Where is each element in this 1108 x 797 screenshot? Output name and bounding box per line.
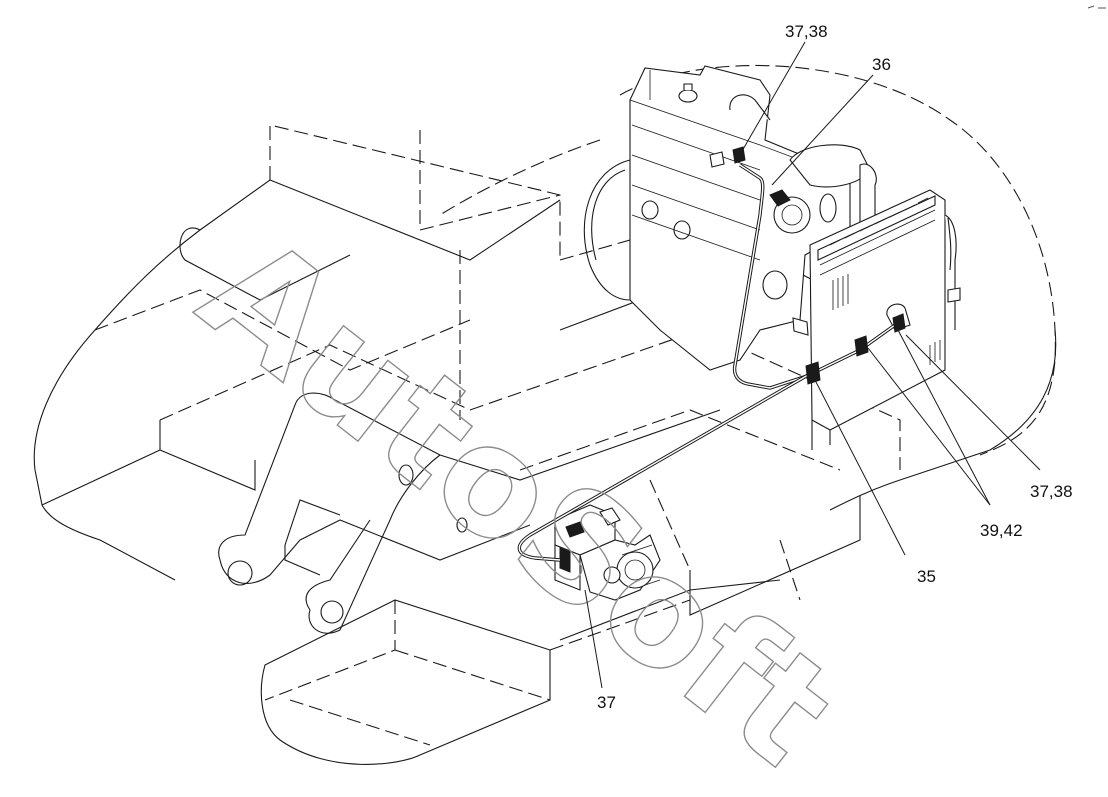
callout-37-bottom: 37 <box>597 693 616 712</box>
radiator <box>809 189 961 450</box>
leader-37-38-right <box>905 334 1041 471</box>
boom-bracket <box>218 392 721 634</box>
callout-36: 36 <box>872 55 891 74</box>
leader-36 <box>771 74 874 186</box>
callout-39-42: 39,42 <box>980 521 1023 540</box>
leader-37-bottom <box>584 589 603 689</box>
callout-37-38-top: 37,38 <box>785 22 828 41</box>
leader-lines <box>584 41 1041 689</box>
pump-assembly <box>554 504 661 601</box>
leader-39-42-a <box>867 347 991 506</box>
leader-37-38-top <box>737 41 806 159</box>
engine-block <box>583 65 877 371</box>
leader-35 <box>814 379 906 556</box>
corner-mark <box>1087 5 1106 9</box>
callout-35: 35 <box>917 567 936 586</box>
callout-37-38-right: 37,38 <box>1030 482 1073 501</box>
leader-39-42-b <box>897 329 991 506</box>
